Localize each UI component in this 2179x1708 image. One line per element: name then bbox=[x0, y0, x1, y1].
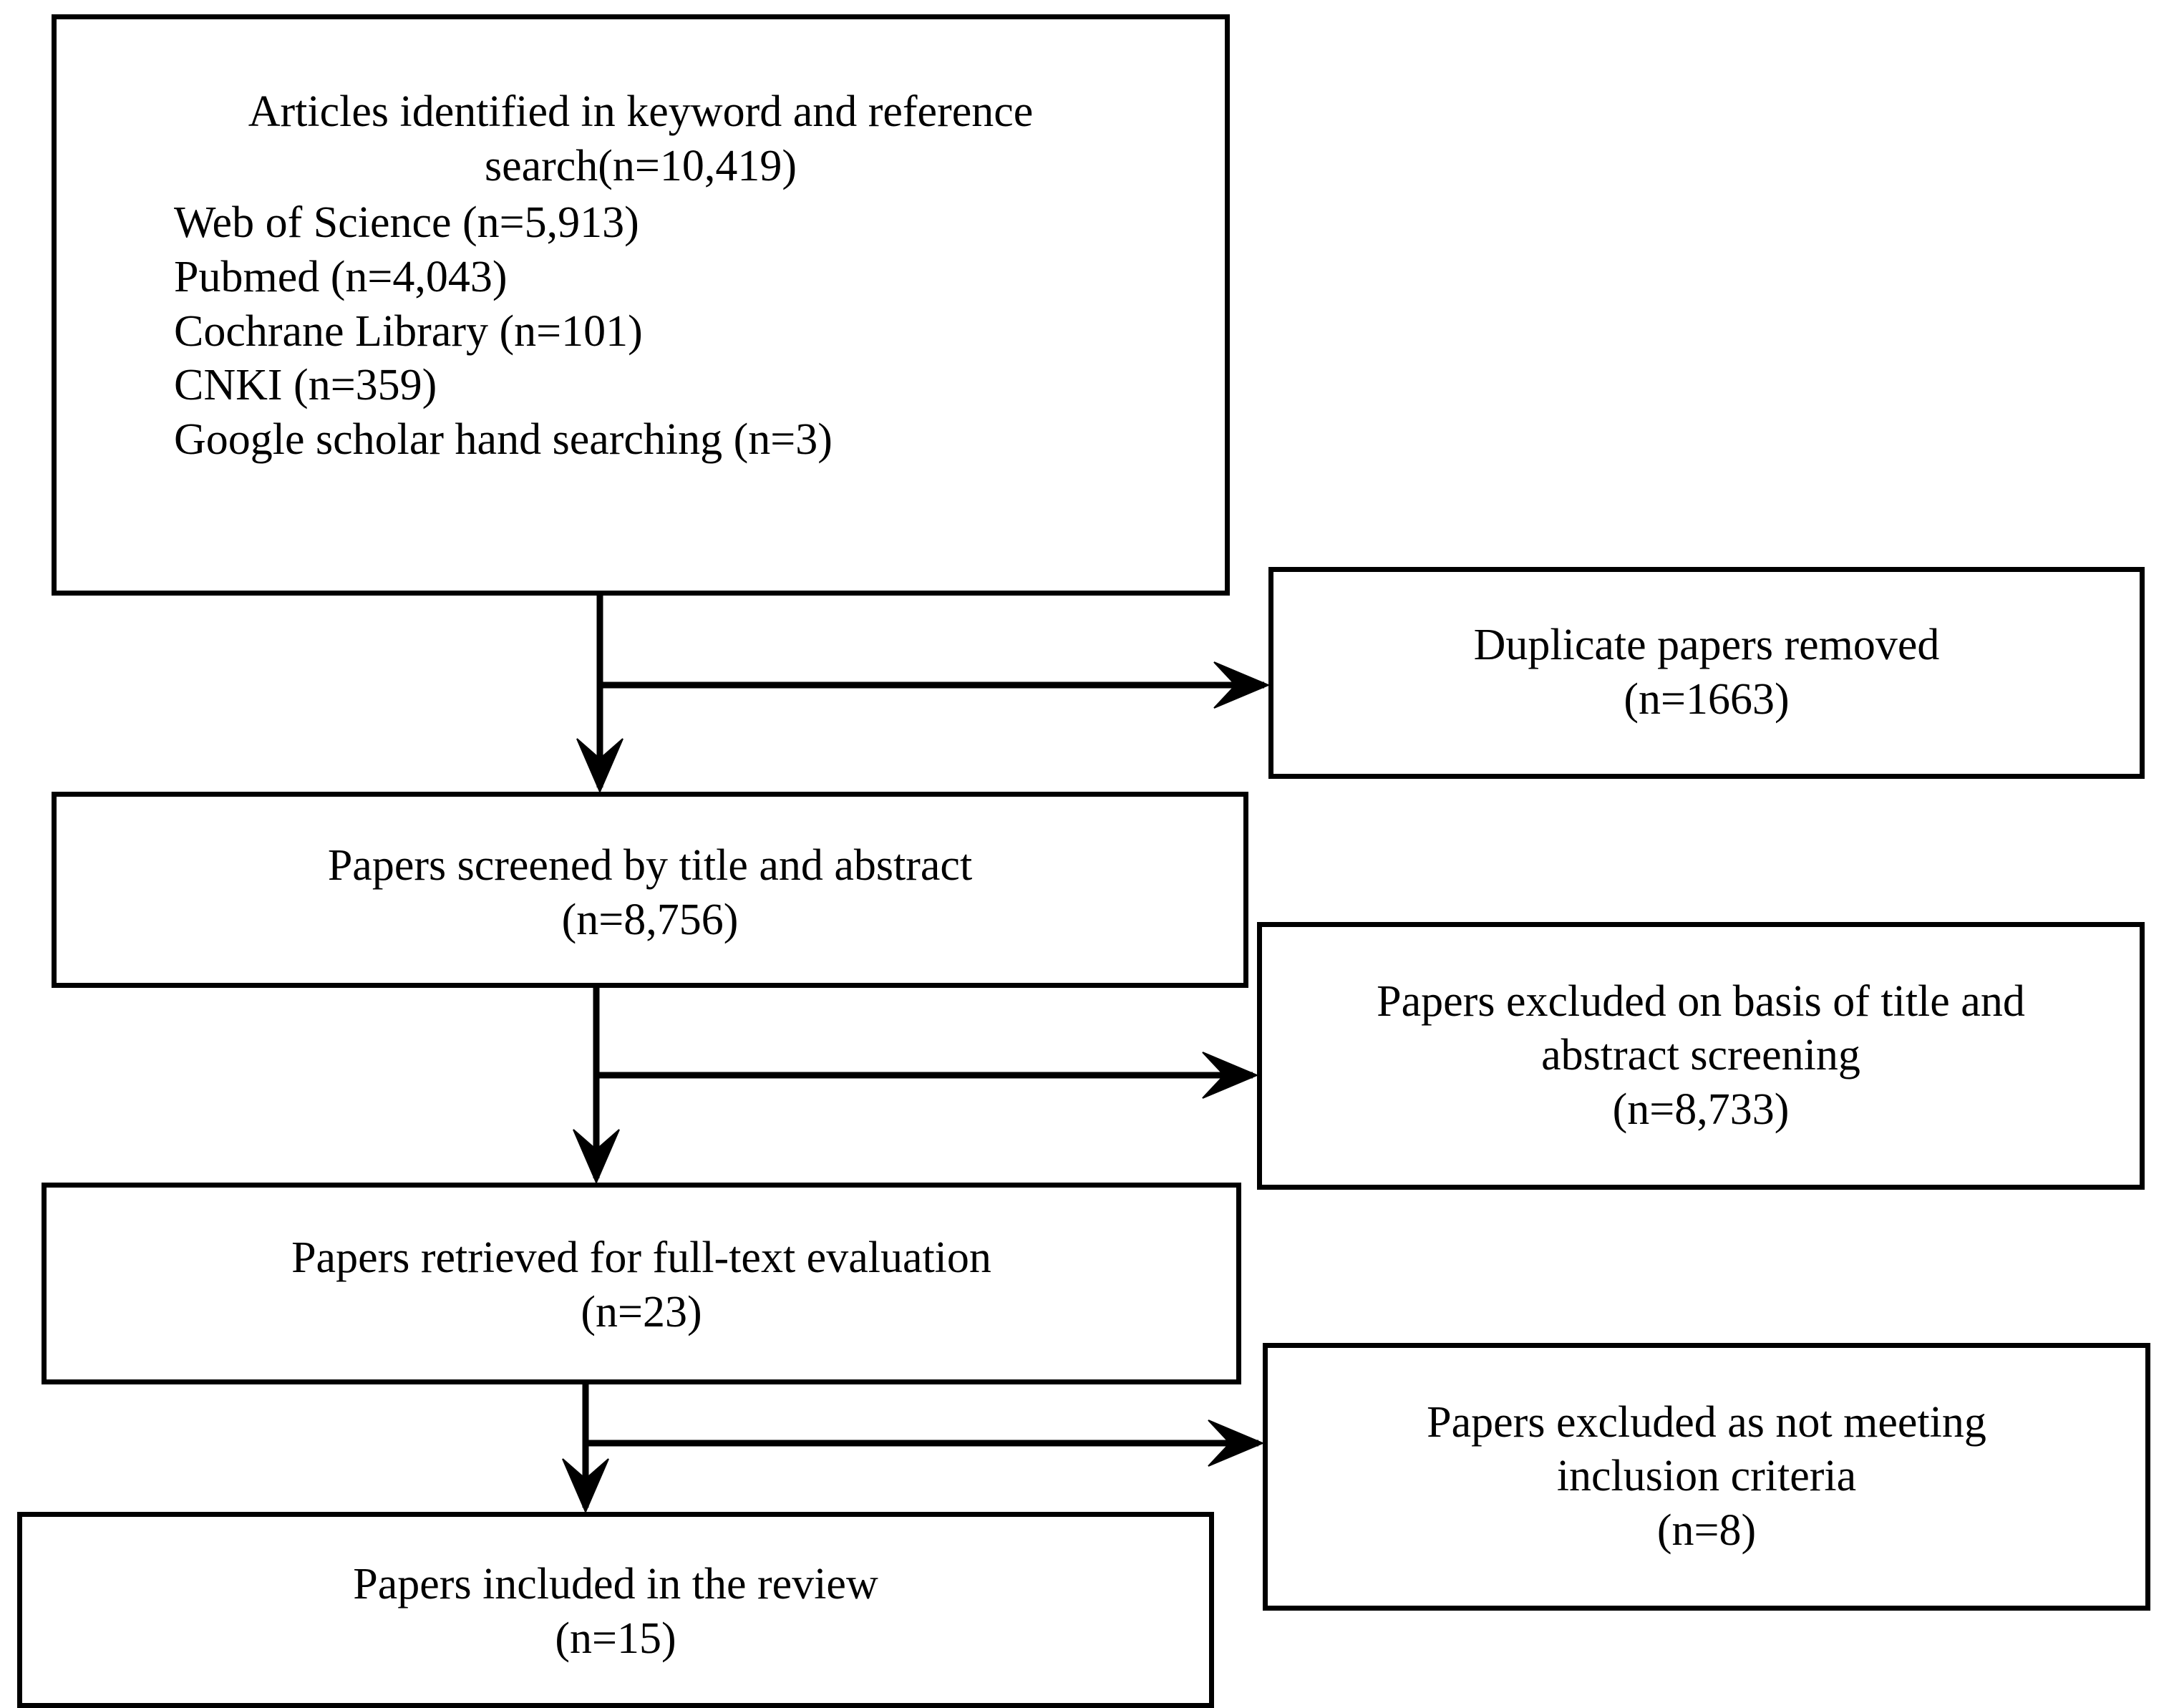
excluded-title-abstract-line-1: Papers excluded on basis of title and bbox=[1377, 976, 2025, 1026]
box-duplicate-papers-removed: Duplicate papers removed (n=1663) bbox=[1268, 567, 2145, 779]
screened-line-1: Papers screened by title and abstract bbox=[327, 841, 973, 891]
excluded-criteria-line-2: inclusion criteria bbox=[1556, 1452, 1857, 1501]
identification-heading: Articles identified in keyword and refer… bbox=[57, 85, 1225, 193]
included-line-2: (n=15) bbox=[555, 1614, 676, 1663]
duplicates-line-2: (n=1663) bbox=[1624, 675, 1790, 724]
retrieved-line-1: Papers retrieved for full-text evaluatio… bbox=[291, 1233, 991, 1283]
duplicates-line-1: Duplicate papers removed bbox=[1473, 621, 1940, 670]
identification-source-list: Web of Science (n=5,913) Pubmed (n=4,043… bbox=[174, 196, 833, 467]
source-item-google-scholar: Google scholar hand searching (n=3) bbox=[174, 414, 833, 464]
box-papers-excluded-inclusion-criteria: Papers excluded as not meeting inclusion… bbox=[1263, 1343, 2150, 1611]
connector-screened-to-excluded-title-abstract bbox=[596, 1052, 1259, 1099]
box-papers-retrieved-fulltext: Papers retrieved for full-text evaluatio… bbox=[42, 1183, 1241, 1384]
connector-retrieved-to-included bbox=[562, 1384, 609, 1514]
connector-identification-to-screened bbox=[576, 596, 623, 794]
source-item-cochrane-library: Cochrane Library (n=101) bbox=[174, 306, 643, 356]
screened-line-2: (n=8,756) bbox=[561, 896, 739, 944]
connector-retrieved-to-excluded-criteria bbox=[586, 1420, 1265, 1467]
box-papers-screened: Papers screened by title and abstract (n… bbox=[52, 792, 1248, 988]
source-item-pubmed: Pubmed (n=4,043) bbox=[174, 252, 508, 301]
excluded-title-abstract-line-3: (n=8,733) bbox=[1612, 1085, 1790, 1134]
connector-screened-to-retrieved bbox=[573, 988, 620, 1185]
retrieved-line-2: (n=23) bbox=[581, 1288, 702, 1336]
box-papers-excluded-title-abstract: Papers excluded on basis of title and ab… bbox=[1257, 922, 2145, 1190]
identification-heading-line-2: search(n=10,419) bbox=[484, 141, 797, 190]
connector-identification-to-duplicates bbox=[600, 661, 1271, 709]
excluded-criteria-line-3: (n=8) bbox=[1656, 1505, 1757, 1555]
identification-heading-line-1: Articles identified in keyword and refer… bbox=[248, 87, 1034, 136]
excluded-criteria-line-1: Papers excluded as not meeting bbox=[1427, 1397, 1986, 1447]
source-item-cnki: CNKI (n=359) bbox=[174, 361, 437, 410]
included-line-1: Papers included in the review bbox=[353, 1560, 878, 1609]
box-papers-included-review: Papers included in the review (n=15) bbox=[17, 1512, 1214, 1708]
excluded-title-abstract-line-2: abstract screening bbox=[1541, 1031, 1860, 1080]
box-articles-identified: Articles identified in keyword and refer… bbox=[52, 14, 1230, 596]
source-item-web-of-science: Web of Science (n=5,913) bbox=[174, 198, 639, 248]
